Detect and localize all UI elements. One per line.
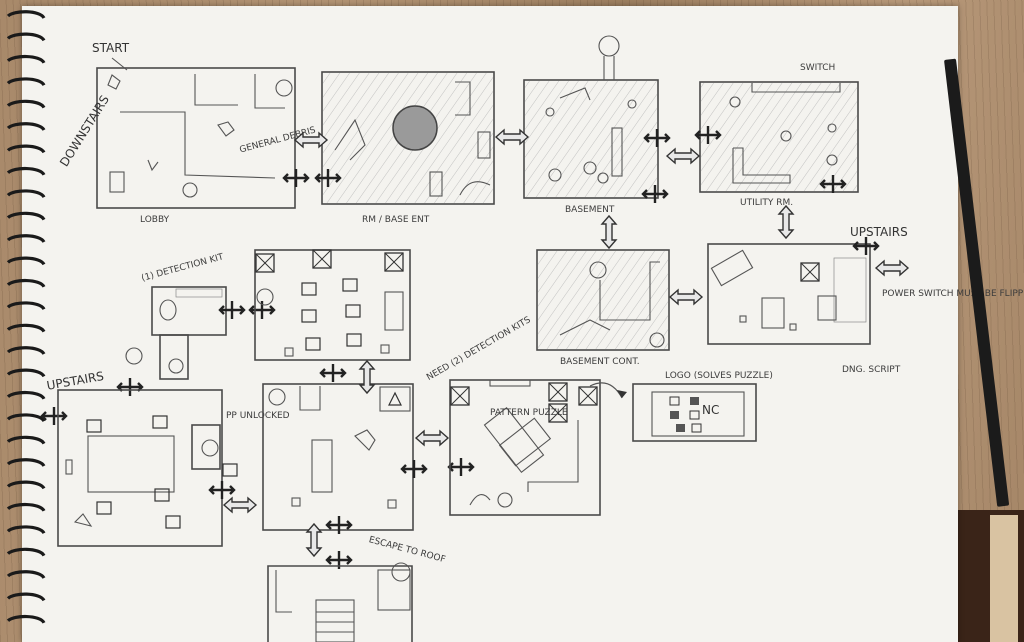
- spiral-ring: [6, 502, 46, 512]
- spiral-ring: [6, 592, 46, 602]
- label-escape-to-roof: ESCAPE TO ROOF: [368, 535, 447, 565]
- label-need-detection-kits: NEED (2) DETECTION KITS: [425, 315, 533, 383]
- room-pp-hall: [254, 249, 411, 361]
- spiral-ring: [6, 480, 46, 490]
- spiral-ring: [6, 435, 46, 445]
- spiral-ring: [6, 525, 46, 535]
- room-basement-cont: [536, 249, 670, 351]
- spiral-ring: [6, 189, 46, 199]
- spiral-ring: [6, 278, 46, 288]
- room-detection-kit: [151, 286, 227, 380]
- label-start: START: [92, 41, 130, 55]
- spiral-binding: [6, 10, 46, 624]
- spiral-ring: [6, 547, 46, 557]
- label-upstairs-left: UPSTAIRS: [46, 369, 105, 393]
- spiral-ring: [6, 99, 46, 109]
- label-rm-base-ent: RM / BASE ENT: [362, 215, 430, 225]
- room-upstairs-right: [707, 243, 871, 345]
- label-lobby: LOBBY: [140, 215, 170, 225]
- spiral-ring: [6, 256, 46, 266]
- room-roof-stairs: [267, 562, 413, 642]
- spiral-ring: [6, 390, 46, 400]
- label-power-note: POWER SWITCH MUST BE FLIPPED TO TRIGGER: [882, 289, 1024, 299]
- label-dng-script: DNG. SCRIPT: [842, 365, 901, 375]
- spiral-ring: [6, 458, 46, 468]
- spiral-ring: [6, 211, 46, 221]
- spiral-ring: [6, 413, 46, 423]
- room-utility: [699, 81, 859, 193]
- room-logo: NC: [632, 383, 757, 442]
- spiral-ring: [6, 54, 46, 64]
- spiral-ring: [6, 32, 46, 42]
- label-upstairs-right: UPSTAIRS: [850, 225, 908, 239]
- logo-letters: NC: [702, 403, 719, 417]
- spiral-ring: [6, 144, 46, 154]
- room-center: [262, 383, 414, 531]
- spiral-ring: [6, 368, 46, 378]
- label-utility-rm: UTILITY RM.: [740, 198, 793, 208]
- spiral-ring: [6, 346, 46, 356]
- spiral-ring: [6, 323, 46, 333]
- spiral-ring: [6, 570, 46, 580]
- label-logo: LOGO (SOLVES PUZZLE): [665, 371, 773, 381]
- room-base-entrance: [321, 71, 495, 205]
- label-detection-kit-1: (1) DETECTION KIT: [140, 252, 225, 284]
- label-basement: BASEMENT: [565, 205, 615, 215]
- room-upstairs-left: [57, 389, 238, 547]
- spiral-ring: [6, 234, 46, 244]
- spiral-ring: [6, 10, 46, 20]
- spiral-ring: [6, 122, 46, 132]
- room-basement: [523, 35, 659, 199]
- spiral-ring: [6, 77, 46, 87]
- label-basement-cont: BASEMENT CONT.: [560, 357, 640, 367]
- room-lobby: [96, 67, 296, 209]
- spiral-ring: [6, 301, 46, 311]
- label-pattern-puzzle: PATTERN PUZZLE: [490, 408, 568, 418]
- spiral-ring: [6, 614, 46, 624]
- label-pp-unlocked: PP UNLOCKED: [226, 411, 290, 421]
- label-switch: SWITCH: [800, 63, 835, 73]
- room-pattern-puzzle: [449, 379, 601, 516]
- wooden-dowel: [990, 515, 1018, 642]
- label-downstairs: DOWNSTAIRS: [57, 93, 112, 169]
- spiral-ring: [6, 166, 46, 176]
